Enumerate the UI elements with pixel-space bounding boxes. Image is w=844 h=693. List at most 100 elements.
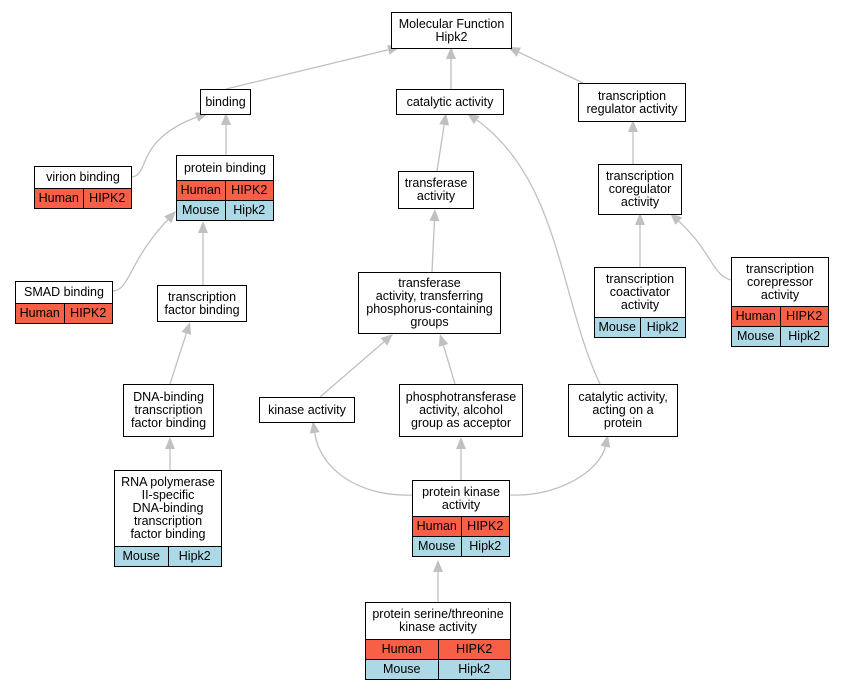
go-term-label: DNA-binding transcription factor binding — [130, 390, 207, 430]
go-term-label: phosphotransferase activity, alcohol gro… — [405, 390, 517, 430]
arrowhead — [181, 322, 192, 335]
gene-label: Hipk2 — [460, 537, 510, 556]
arrowhead — [456, 437, 466, 449]
go-term-label: binding — [205, 94, 246, 109]
go-term-label: transferase activity — [404, 176, 468, 203]
edge-protein-kinase-activity-to-catalytic-on-protein — [509, 446, 606, 496]
go-term-label: catalytic activity, acting on a protein — [578, 390, 668, 430]
gene-label: Hipk2 — [437, 660, 511, 679]
species-label: Human — [19, 306, 60, 320]
gene-label: Hipk2 — [167, 547, 222, 566]
gene-label: HIPK2 — [224, 181, 274, 200]
go-term-label: RNA polymerase II-specific DNA-binding t… — [121, 475, 215, 541]
arrowhead — [600, 435, 611, 448]
arrowhead — [467, 113, 480, 125]
species-label: Mouse — [122, 549, 161, 563]
go-term-transferase-phosphorus: transferase activity, transferring phosp… — [358, 272, 501, 334]
go-term-label: SMAD binding — [24, 285, 104, 299]
arrowhead — [438, 334, 449, 347]
go-term-label: kinase activity — [268, 402, 346, 417]
go-term-transcription-factor-binding: transcription factor binding — [157, 285, 247, 322]
go-term-label: protein serine/threonine kinase activity — [372, 607, 504, 634]
go-term-binding: binding — [200, 89, 251, 115]
go-term-catalytic-activity: catalytic activity — [396, 89, 504, 115]
edge-kinase-activity-to-transferase-phosphorus — [319, 341, 385, 398]
go-term-dna-binding-tf-binding: DNA-binding transcription factor binding — [123, 384, 214, 437]
mouse-annotation-row: Mouse Hipk2 — [732, 326, 828, 346]
species-label: Mouse — [736, 329, 775, 343]
arrowhead — [670, 213, 683, 225]
species-label: Human — [180, 183, 221, 197]
species-label: Human — [735, 309, 776, 323]
go-term-kinase-activity: kinase activity — [259, 397, 355, 423]
species-label: Mouse — [382, 662, 421, 676]
arrowhead — [439, 113, 450, 126]
species-label: Mouse — [417, 539, 456, 553]
human-annotation-row: Human HIPK2 — [366, 639, 510, 659]
go-term-transcription-regulator-activity: transcription regulator activity — [578, 83, 686, 122]
go-term-molecular-function: Molecular Function Hipk2 — [391, 12, 512, 49]
arrowhead — [446, 47, 456, 59]
gene-label: HIPK2 — [437, 640, 511, 659]
go-term-phosphotransferase-alcohol: phosphotransferase activity, alcohol gro… — [399, 384, 523, 437]
arrowhead — [433, 560, 443, 572]
arrowhead — [380, 334, 393, 346]
gene-label: Hipk2 — [224, 201, 274, 220]
edge-transferase-activity-to-catalytic-activity — [436, 124, 445, 172]
gene-label: HIPK2 — [460, 517, 510, 536]
arrowhead — [221, 113, 231, 125]
gene-label: HIPK2 — [779, 307, 829, 326]
edge-phosphotransferase-alcohol-to-transferase-phosphorus — [442, 345, 456, 385]
gene-label: Hipk2 — [779, 327, 829, 346]
arrowhead — [198, 221, 208, 233]
go-term-label: virion binding — [46, 170, 120, 184]
go-term-label: transferase activity, transferring phosp… — [366, 276, 493, 329]
edge-binding-to-molecular-function — [225, 49, 389, 90]
mouse-annotation-row: Mouse Hipk2 — [115, 546, 221, 566]
species-label: Human — [416, 519, 457, 533]
edge-catalytic-on-protein-to-catalytic-activity — [476, 119, 601, 385]
edge-transcription-regulator-activity-to-molecular-function — [518, 51, 584, 84]
species-label: Mouse — [181, 203, 220, 217]
species-label: Human — [38, 191, 79, 205]
gene-label: Hipk2 — [639, 318, 686, 337]
arrowhead — [635, 213, 645, 225]
edge-smad-binding-to-protein-binding — [112, 219, 169, 292]
go-term-catalytic-on-protein: catalytic activity, acting on a protein — [568, 384, 678, 437]
gene-label: HIPK2 — [63, 304, 113, 323]
go-term-label: protein kinase activity — [422, 484, 500, 512]
go-term-label: transcription factor binding — [164, 289, 240, 317]
go-term-protein-ser-thr-kinase-activity: protein serine/threonine kinase activity… — [365, 602, 511, 680]
go-term-label: transcription coregulator activity — [605, 169, 675, 209]
mouse-annotation-row: Mouse Hipk2 — [177, 200, 273, 220]
edge-transcription-corepressor-activity-to-transcription-coregulator-activity — [678, 220, 732, 281]
go-term-label: transcription regulator activity — [586, 88, 678, 116]
mouse-annotation-row: Mouse Hipk2 — [366, 659, 510, 679]
go-term-rna-pol-ii-tf-binding: RNA polymerase II-specific DNA-binding t… — [114, 470, 222, 567]
species-label: Human — [381, 642, 422, 656]
arrowhead — [165, 437, 175, 449]
arrowhead — [628, 120, 638, 132]
edge-dna-binding-tf-binding-to-transcription-factor-binding — [169, 333, 187, 385]
go-term-label: transcription corepressor activity — [745, 261, 815, 302]
edge-protein-kinase-activity-to-kinase-activity — [314, 432, 413, 496]
go-term-label: catalytic activity — [406, 94, 494, 109]
species-label: Mouse — [598, 320, 637, 334]
mouse-annotation-row: Mouse Hipk2 — [413, 536, 509, 556]
edge-transferase-phosphorus-to-transferase-activity — [431, 220, 436, 273]
arrowhead — [309, 421, 320, 434]
go-term-label: Molecular Function Hipk2 — [398, 16, 505, 44]
go-term-transferase-activity: transferase activity — [398, 171, 474, 209]
